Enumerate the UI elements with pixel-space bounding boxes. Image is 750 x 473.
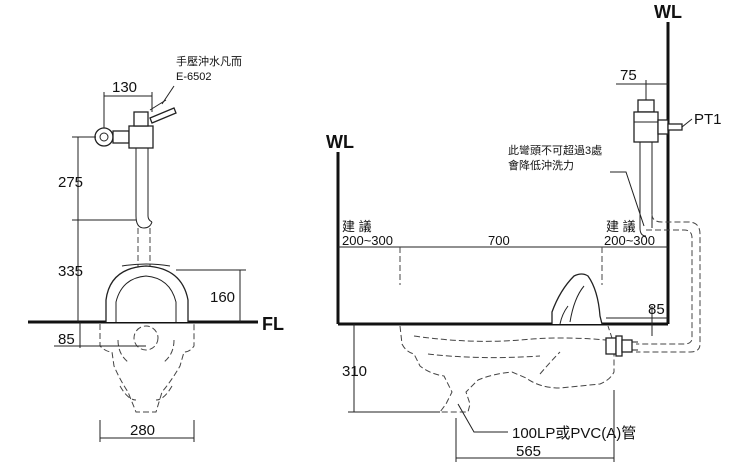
valve-handle — [149, 107, 177, 124]
floor-label: FL — [262, 314, 284, 334]
note-line2: 會降低沖洗力 — [508, 158, 574, 172]
note-leader — [610, 171, 645, 227]
outlet-fitting — [605, 335, 638, 357]
dim-width-top: 130 — [112, 79, 137, 96]
wall-label-right: WL — [654, 2, 682, 22]
flush-valve-front — [94, 99, 177, 229]
pt-label: PT1 — [694, 111, 722, 128]
valve-label-line1: 手壓沖水凡而 — [176, 54, 242, 68]
dim-right-85: 85 — [648, 301, 665, 318]
suggest-left-range: 200~300 — [342, 233, 393, 248]
suggest-right-title: 建 議 — [606, 219, 636, 234]
wall-label-left: WL — [326, 132, 354, 152]
valve-body — [128, 125, 154, 149]
valve-model-label: E-6502 — [176, 71, 211, 83]
bowl-underfloor-side — [399, 325, 615, 413]
dim-length: 565 — [516, 443, 541, 460]
dim-bowl-height: 160 — [210, 289, 235, 306]
dim-offset: 85 — [58, 331, 75, 348]
suggest-left-title: 建 議 — [342, 219, 372, 234]
front-view: FL 手壓沖水凡而 E-6502 130 275 33 — [28, 54, 284, 442]
bowl-rim-front — [105, 265, 189, 322]
dim-depth: 310 — [342, 363, 367, 380]
dim-top: 75 — [620, 67, 637, 84]
dim-height-upper: 275 — [58, 174, 83, 191]
pipe-leader — [457, 403, 508, 433]
pipe-label: 100LP或PVC(A)管 — [512, 425, 636, 442]
flush-valve-side — [633, 99, 683, 237]
suggest-mid: 700 — [488, 233, 510, 248]
valve-inlet-circle — [94, 127, 114, 147]
bowl-underfloor-front — [99, 324, 195, 413]
side-view: WL WL 75 PT1 此彎頭不可超過3處 會降低沖洗力 — [326, 2, 722, 462]
dim-height-lower: 335 — [58, 263, 83, 280]
dim-width-bottom: 280 — [130, 422, 155, 439]
suggest-right-range: 200~300 — [604, 233, 655, 248]
valve-leader — [161, 85, 175, 105]
note-line1: 此彎頭不可超過3處 — [508, 143, 602, 157]
bowl-side — [551, 273, 603, 325]
